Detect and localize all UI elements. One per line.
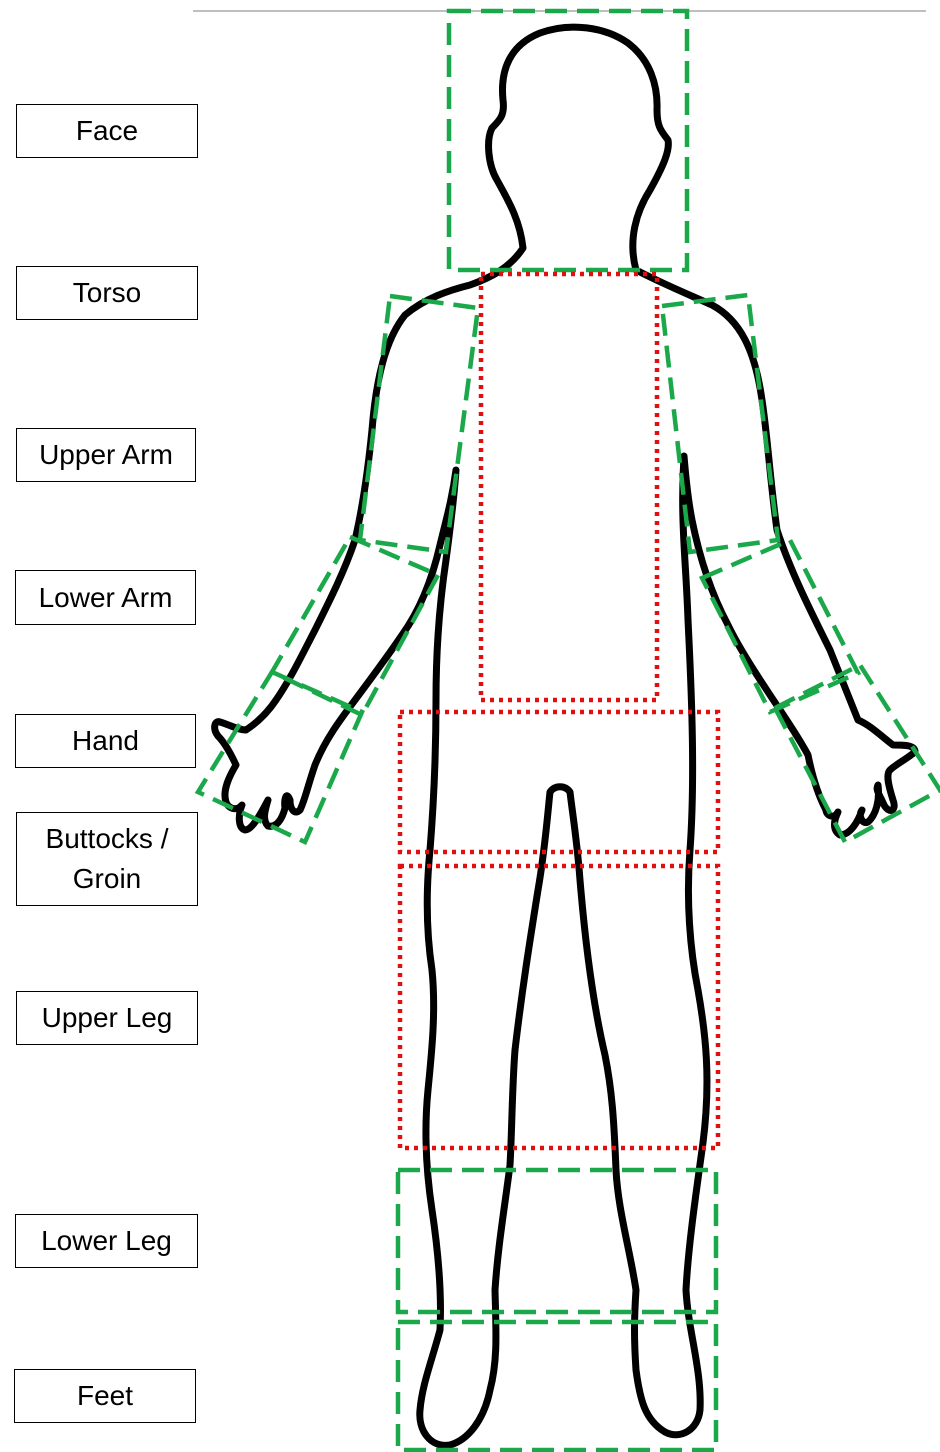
red-regions bbox=[400, 274, 718, 1148]
region-torso bbox=[481, 274, 657, 700]
region-face bbox=[449, 11, 687, 270]
body-outline bbox=[215, 27, 915, 1445]
region-buttocks-groin bbox=[400, 712, 718, 852]
region-upper-arm-left bbox=[360, 296, 478, 552]
green-regions bbox=[198, 11, 940, 1450]
region-upper-leg bbox=[400, 866, 718, 1148]
region-lower-leg bbox=[398, 1170, 716, 1312]
region-lower-arm-left bbox=[272, 537, 438, 715]
